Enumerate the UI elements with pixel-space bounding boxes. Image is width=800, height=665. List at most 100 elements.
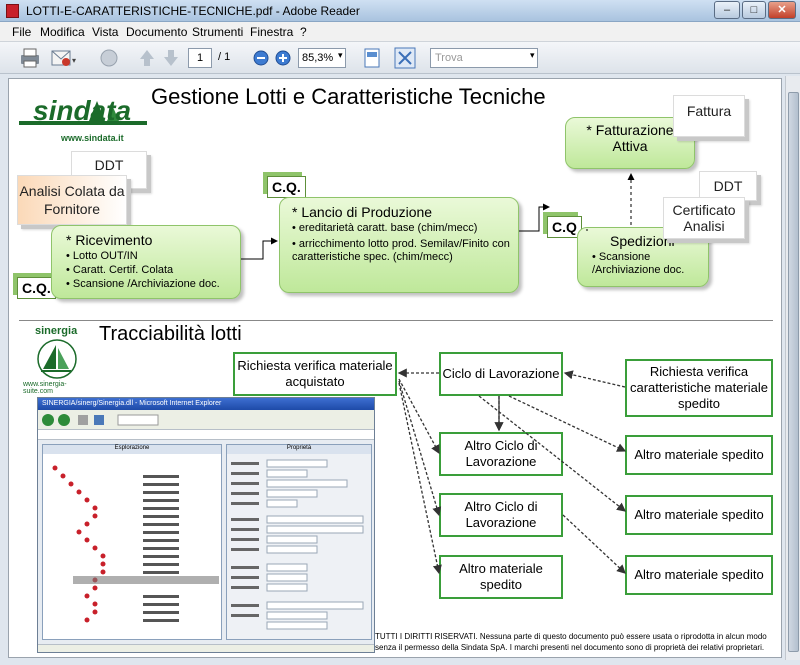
heading-tracciabilita: Tracciabilità lotti (99, 323, 242, 345)
sinergia-url: www.sinergia-suite.com (23, 381, 67, 395)
card-analisi-colata: Analisi Colata da Fornitore (17, 175, 127, 225)
sindata-logo-mark (19, 101, 147, 125)
toolbar: ▾ 1 / 1 85,3% ▾ Trova ▾ (0, 42, 800, 74)
menu-bar: File Modifica Vista Documento Strumenti … (0, 22, 800, 42)
card-fattura-label: Fattura (686, 103, 732, 119)
box-ciclo-lavorazione: Ciclo di Lavorazione (439, 352, 563, 396)
embedded-toolbar-icons (42, 414, 159, 426)
box-altro-ciclo-1: Altro Ciclo di Lavorazione (439, 432, 563, 476)
card-analisi-label: Analisi Colata da Fornitore (19, 183, 125, 217)
box-altro-materiale-3: Altro materiale spedito (439, 555, 563, 599)
scrollbar-thumb[interactable] (788, 92, 799, 652)
fit-page-icon[interactable] (362, 47, 382, 69)
card-fattura: Fattura (673, 95, 745, 137)
menu-modifica[interactable]: Modifica (40, 25, 85, 39)
minimize-button[interactable]: – (714, 1, 740, 19)
card-certificato-label: Certificato Analisi (672, 202, 736, 234)
copyright-footer: TUTTI I DIRITTI RISERVATI. Nessuna parte… (375, 632, 767, 652)
menu-file[interactable]: File (12, 25, 32, 39)
title-bar: LOTTI-E-CARATTERISTICHE-TECNICHE.pdf - A… (0, 0, 800, 22)
menu-documento[interactable]: Documento (126, 25, 188, 39)
box-altro-materiale-4-label: Altro materiale spedito (634, 567, 764, 582)
box-ricevimento: * Ricevimento • Lotto OUT/IN • Caratt. C… (51, 225, 241, 299)
embedded-status-bar (38, 644, 374, 652)
zoom-dropdown-icon[interactable]: ▾ (338, 50, 343, 60)
section-divider (19, 320, 773, 321)
sinergia-logo-text: sinergia (35, 325, 78, 337)
menu-finestra[interactable]: Finestra (250, 25, 294, 39)
embedded-tree-header: Esplorazione (43, 445, 221, 454)
spedizioni-title: Spedizioni (610, 233, 675, 249)
embedded-app-screenshot: SINERGIA/sinerg/Sinergia.dll - Microsoft… (37, 397, 375, 653)
box-ciclo-label: Ciclo di Lavorazione (442, 366, 560, 381)
maximize-button[interactable]: □ (742, 1, 766, 19)
card-ddt2-label: DDT (713, 178, 743, 194)
pdf-icon (6, 4, 19, 18)
zoom-select[interactable]: 85,3% (298, 48, 346, 68)
embedded-tree-panel: Esplorazione (42, 444, 222, 640)
box-lancio-produzione: * Lancio di Produzione • ereditarietà ca… (279, 197, 519, 293)
full-screen-icon[interactable] (394, 47, 416, 69)
embedded-tree (52, 465, 219, 623)
traceability-arrows (397, 368, 627, 575)
page-total: / 1 (218, 51, 231, 63)
lancio-item: • ereditarietà caratt. base (chim/mecc) (292, 222, 478, 234)
print-icon[interactable] (18, 47, 42, 69)
next-page-icon[interactable] (162, 47, 180, 69)
process-arrows (241, 173, 635, 260)
menu-vista[interactable]: Vista (92, 25, 119, 39)
box-altro-materiale-2: Altro materiale spedito (625, 495, 773, 535)
embedded-form (231, 459, 364, 630)
embedded-address-bar (38, 430, 374, 440)
box-altro-materiale-2-label: Altro materiale spedito (634, 507, 764, 522)
box-richiesta-acquistato-label: Richiesta verifica materiale acquistato (237, 358, 393, 389)
cq-badge-spedizioni: C.Q (547, 216, 582, 238)
cq-badge-ricevimento: C.Q. (17, 277, 56, 299)
box-altro-materiale-3-label: Altro materiale spedito (459, 561, 543, 592)
card-certificato-analisi: Certificato Analisi (663, 197, 745, 239)
box-richiesta-spedito: Richiesta verifica caratteristiche mater… (625, 359, 773, 417)
heading-gestione-lotti: Gestione Lotti e Caratteristiche Tecnich… (151, 84, 546, 109)
zoom-in-icon[interactable] (274, 47, 292, 69)
vertical-scrollbar[interactable] (785, 76, 800, 660)
find-input[interactable]: Trova (430, 48, 538, 68)
box-altro-materiale-1-label: Altro materiale spedito (634, 447, 764, 462)
card-ddt-label: DDT (94, 157, 124, 173)
ricevimento-item: • Scansione /Archiviazione doc. (66, 278, 220, 290)
find-dropdown-icon[interactable]: ▾ (530, 50, 535, 60)
box-richiesta-acquistato: Richiesta verifica materiale acquistato (233, 352, 397, 396)
window-title: LOTTI-E-CARATTERISTICHE-TECNICHE.pdf - A… (26, 4, 360, 18)
embedded-properties-panel: Proprietà (226, 444, 372, 640)
ricevimento-item: • Caratt. Certif. Colata (66, 264, 174, 276)
lancio-title: * Lancio di Produzione (292, 204, 433, 220)
menu-strumenti[interactable]: Strumenti (192, 25, 244, 39)
embedded-toolbar (38, 410, 374, 430)
box-altro-ciclo-1-label: Altro Ciclo di Lavorazione (464, 438, 538, 469)
sailboat-icon (37, 339, 77, 379)
box-richiesta-spedito-label: Richiesta verifica caratteristiche mater… (630, 364, 768, 411)
box-altro-materiale-4: Altro materiale spedito (625, 555, 773, 595)
email-icon[interactable]: ▾ (50, 47, 80, 69)
ricevimento-title: * Ricevimento (66, 232, 153, 248)
sindata-logo: sindata www.sindata.it (19, 93, 149, 148)
menu-help[interactable]: ? (300, 25, 307, 39)
lancio-item: • arricchimento lotto prod. Semilav/Fini… (292, 238, 510, 263)
sindata-logo-text: sindata (33, 95, 132, 126)
collaborate-icon[interactable] (98, 47, 120, 69)
ricevimento-item: • Lotto OUT/IN (66, 250, 138, 262)
spedizioni-item: • Scansione /Archiviazione doc. (592, 251, 685, 276)
embedded-properties-header: Proprietà (227, 445, 371, 454)
pdf-page: sindata www.sindata.it Gestione Lotti e … (8, 78, 782, 658)
box-altro-ciclo-2-label: Altro Ciclo di Lavorazione (464, 499, 538, 530)
close-button[interactable]: ✕ (768, 1, 796, 19)
box-altro-materiale-1: Altro materiale spedito (625, 435, 773, 475)
prev-page-icon[interactable] (138, 47, 156, 69)
zoom-out-icon[interactable] (252, 47, 270, 69)
embedded-window-title: SINERGIA/sinerg/Sinergia.dll - Microsoft… (38, 398, 374, 410)
fatturazione-label: * Fatturazione Attiva (586, 122, 674, 154)
card-ddt-2: DDT (699, 171, 757, 201)
page-number-input[interactable]: 1 (188, 48, 212, 68)
svg-text:▾: ▾ (72, 56, 76, 65)
sinergia-logo: sinergia www.sinergia-suite.com (23, 325, 93, 395)
sindata-url: www.sindata.it (61, 133, 124, 143)
